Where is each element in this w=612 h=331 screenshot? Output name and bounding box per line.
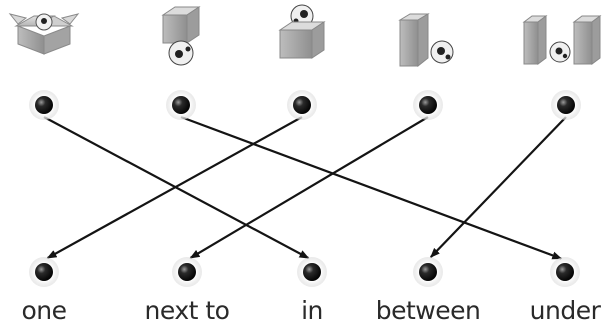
ball-between-blocks-icon xyxy=(522,15,602,65)
word-label-4: under xyxy=(529,296,601,325)
top-dot-2[interactable] xyxy=(293,96,311,114)
match-arrow-2 xyxy=(46,116,303,260)
bottom-dot-4[interactable] xyxy=(556,263,574,281)
match-arrow-3 xyxy=(189,116,429,259)
bottom-dot-0[interactable] xyxy=(35,263,53,281)
match-lines xyxy=(43,115,567,260)
match-dots xyxy=(29,90,581,287)
top-dot-0[interactable] xyxy=(35,96,53,114)
bottom-dot-3[interactable] xyxy=(419,263,437,281)
word-label-1: next to xyxy=(144,296,230,325)
ball-on-cube-icon xyxy=(278,4,326,59)
top-dot-1[interactable] xyxy=(172,96,190,114)
picture-ball-in-box xyxy=(8,13,80,55)
match-arrow-1 xyxy=(180,115,563,260)
top-dot-4[interactable] xyxy=(557,96,575,114)
word-label-0: one xyxy=(21,296,67,325)
ball-in-open-box-icon xyxy=(8,13,80,55)
top-dot-3[interactable] xyxy=(419,96,437,114)
picture-ball-next-to-block xyxy=(398,13,454,68)
ball-under-cube-icon xyxy=(161,6,201,66)
word-label-2: in xyxy=(301,296,323,325)
bottom-dot-1[interactable] xyxy=(178,263,196,281)
picture-ball-between-blocks xyxy=(522,15,602,65)
match-arrow-4 xyxy=(429,116,567,258)
bottom-dot-2[interactable] xyxy=(303,263,321,281)
ball-next-to-block-icon xyxy=(398,13,454,68)
picture-ball-under-cube xyxy=(161,6,201,66)
word-label-3: between xyxy=(375,296,481,325)
picture-ball-on-cube xyxy=(278,4,326,59)
